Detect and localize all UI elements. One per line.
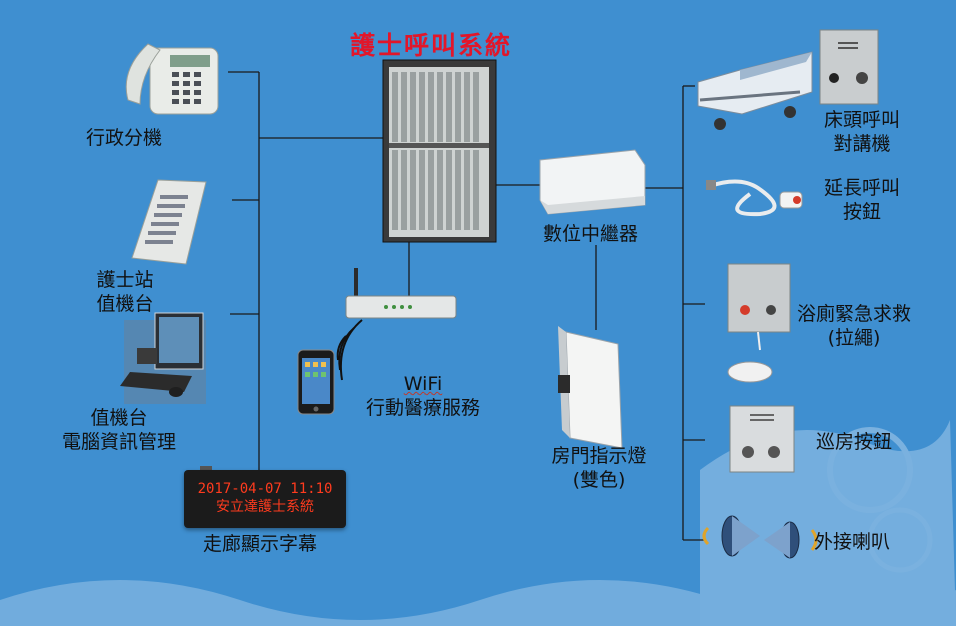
led-ticker-display: 2017-04-07 11:10 安立達護士系統 xyxy=(184,470,346,528)
call-cord-icon xyxy=(706,179,803,217)
label-nurse-station-line1: 護士站 xyxy=(96,269,154,291)
label-relay: 數位中繼器 xyxy=(543,223,639,245)
label-bathroom: 浴廁緊急求救 (拉繩) xyxy=(784,302,924,350)
label-bathroom-line1: 浴廁緊急求救 xyxy=(796,303,911,325)
console-keypad-icon xyxy=(131,179,207,265)
ticker-line2: 安立達護士系統 xyxy=(216,499,314,515)
label-nurse-station: 護士站 值機台 xyxy=(94,268,156,316)
relay-box-icon xyxy=(539,149,646,215)
label-computer-line1: 值機台 xyxy=(90,407,148,429)
connector-lines xyxy=(228,71,705,541)
label-nurse-station-line2: 值機台 xyxy=(96,293,154,315)
desk-phone-icon xyxy=(125,43,219,115)
label-door-light-line2: (雙色) xyxy=(572,469,626,491)
smartphone-icon xyxy=(297,349,335,415)
label-wifi: WiFi 行動醫療服務 xyxy=(356,372,490,420)
speaker-horn-icon xyxy=(702,515,818,559)
intercom-panel-icon xyxy=(819,29,879,105)
computer-icon xyxy=(120,312,206,404)
label-extension-line2: 按鈕 xyxy=(842,201,881,223)
label-bedside-line1: 床頭呼叫 xyxy=(823,109,900,131)
server-cabinet-icon xyxy=(382,59,497,243)
label-rounds: 巡房按鈕 xyxy=(816,431,893,453)
label-computer-line2: 電腦資訊管理 xyxy=(61,431,176,453)
hospital-bed-icon xyxy=(697,51,813,130)
label-bathroom-line2: (拉繩) xyxy=(827,327,881,349)
label-bedside-line2: 對講機 xyxy=(833,133,891,155)
rounds-button-icon xyxy=(729,405,795,473)
emergency-pull-cord-icon xyxy=(727,263,791,383)
label-wifi-line1: WiFi xyxy=(403,373,443,395)
ticker-bracket xyxy=(200,466,212,472)
ticker-line1: 2017-04-07 11:10 xyxy=(197,481,333,497)
wireless-signal-icon xyxy=(336,319,363,381)
label-extension: 延長呼叫 按鈕 xyxy=(812,176,912,224)
label-extension-line1: 延長呼叫 xyxy=(823,177,900,199)
label-door-light-line1: 房門指示燈 xyxy=(551,445,647,467)
door-indicator-icon xyxy=(558,326,623,449)
label-corridor-display: 走廊顯示字幕 xyxy=(203,533,318,555)
wifi-router-icon xyxy=(345,268,457,319)
label-door-light: 房門指示燈 (雙色) xyxy=(548,444,650,492)
diagram-title: 護士呼叫系統 xyxy=(350,31,513,60)
label-speaker: 外接喇叭 xyxy=(814,531,891,553)
label-wifi-line2: 行動醫療服務 xyxy=(365,397,480,419)
label-admin-phone: 行政分機 xyxy=(86,127,163,149)
label-bedside: 床頭呼叫 對講機 xyxy=(812,108,912,156)
label-computer: 值機台 電腦資訊管理 xyxy=(54,406,184,454)
